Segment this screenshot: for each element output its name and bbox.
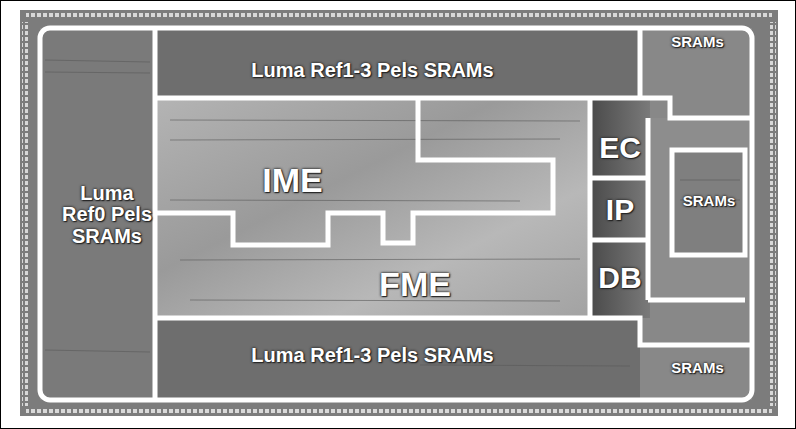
region-label: SRAMs: [671, 360, 724, 376]
logic-region: FME: [350, 262, 480, 306]
memory-region: SRAMs: [645, 28, 750, 56]
region-label: EC: [599, 132, 641, 164]
logic-region: IP: [594, 188, 646, 232]
memory-region: Luma Ref0 Pels SRAMs: [61, 150, 153, 280]
region-label: Luma Ref1-3 Pels SRAMs: [251, 60, 493, 82]
memory-region: Luma Ref1-3 Pels SRAMs: [160, 55, 585, 87]
logic-region: IME: [235, 158, 350, 202]
region-label: SRAMs: [671, 34, 724, 50]
memory-region: SRAMs: [674, 186, 744, 216]
region-label: Luma Ref1-3 Pels SRAMs: [251, 345, 493, 367]
region-label: DB: [598, 262, 641, 294]
logic-region: EC: [594, 126, 646, 170]
memory-region: Luma Ref1-3 Pels SRAMs: [160, 340, 585, 372]
region-label: IME: [262, 162, 322, 199]
region-label: FME: [379, 266, 451, 303]
region-label: Luma Ref0 Pels SRAMs: [61, 183, 153, 248]
region-label: SRAMs: [683, 193, 736, 209]
logic-region: DB: [594, 256, 646, 300]
region-label: IP: [606, 194, 634, 226]
memory-region: SRAMs: [645, 354, 750, 382]
